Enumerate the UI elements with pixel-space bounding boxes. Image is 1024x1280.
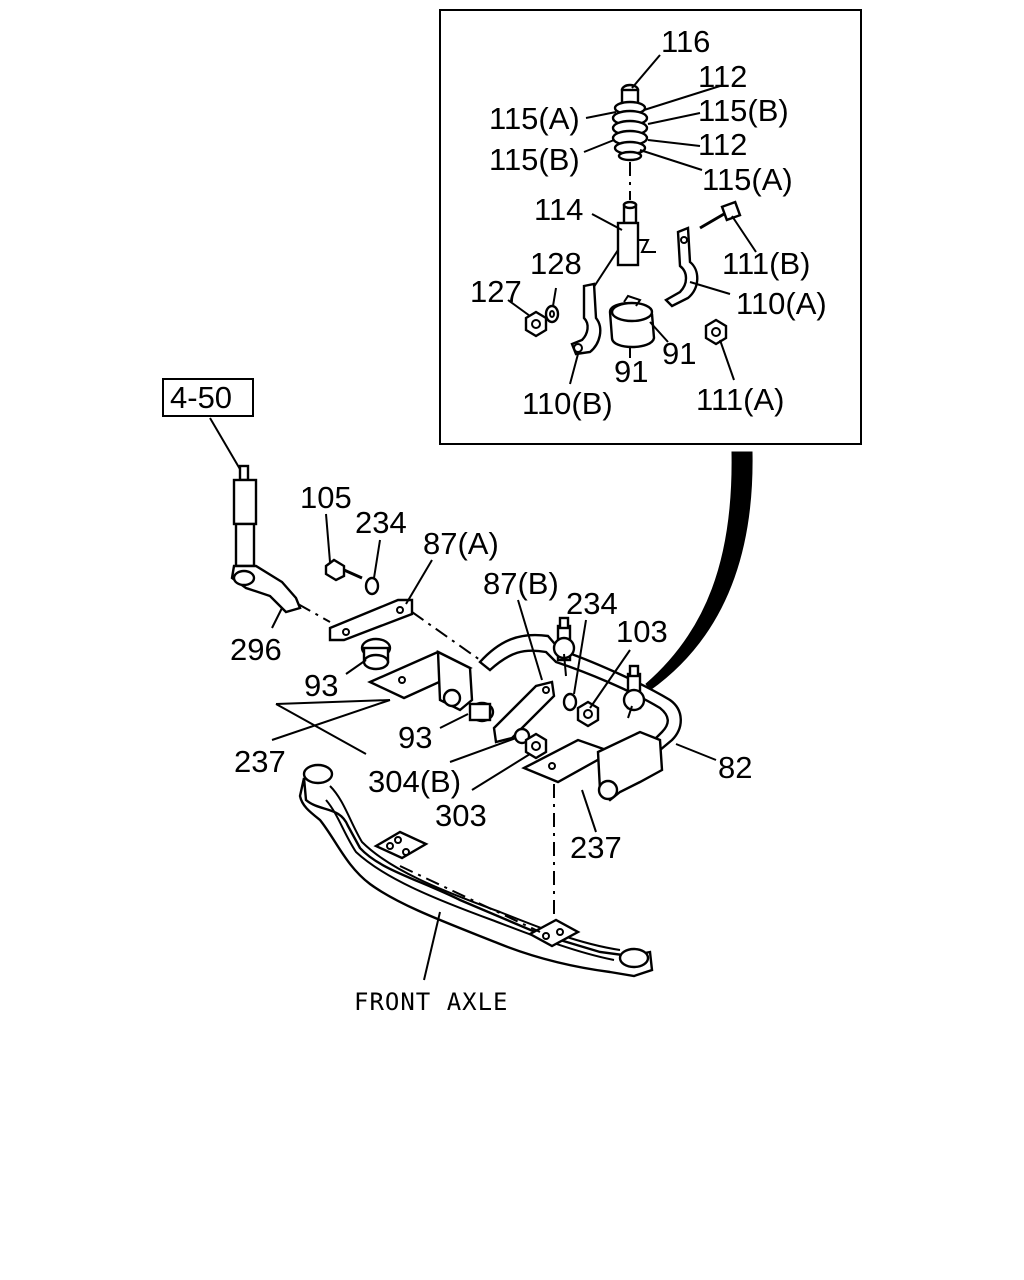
callout-93: 93 bbox=[304, 668, 338, 703]
callout-115a: 115(A) bbox=[489, 101, 580, 136]
nut-103 bbox=[576, 700, 600, 728]
detail-inset-frame bbox=[439, 9, 862, 445]
callout-110a: 110(A) bbox=[736, 286, 827, 321]
callout-87a: 87(A) bbox=[423, 526, 499, 561]
reference-box[interactable] bbox=[162, 378, 254, 417]
bracket-237b bbox=[521, 730, 664, 920]
callout-112: 112 bbox=[698, 59, 747, 94]
callout-114: 114 bbox=[534, 192, 583, 227]
nut-303 bbox=[524, 732, 548, 760]
callout-296: 296 bbox=[230, 632, 282, 667]
callout-237: 237 bbox=[234, 744, 286, 779]
callout-91: 91 bbox=[662, 336, 696, 371]
callout-91: 91 bbox=[614, 354, 648, 389]
bolt-111b bbox=[699, 200, 742, 230]
reference-leader bbox=[209, 417, 245, 477]
callout-93: 93 bbox=[398, 720, 432, 755]
bolt-105 bbox=[324, 558, 363, 582]
callout-116: 116 bbox=[661, 24, 710, 59]
callout-115b: 115(B) bbox=[489, 142, 580, 177]
callout-105: 105 bbox=[300, 480, 352, 515]
bar-clamp-right bbox=[622, 664, 646, 719]
callout-103: 103 bbox=[616, 614, 668, 649]
callout-303: 303 bbox=[435, 798, 487, 833]
bracket-237a bbox=[367, 650, 474, 712]
bushing-93b bbox=[468, 701, 495, 723]
reference-box-label[interactable]: 4-50 bbox=[170, 380, 232, 415]
callout-304b: 304(B) bbox=[368, 764, 461, 799]
callout-234: 234 bbox=[566, 586, 618, 621]
callout-111b: 111(B) bbox=[722, 246, 810, 281]
callout-87b: 87(B) bbox=[483, 566, 559, 601]
callout-115a: 115(A) bbox=[702, 162, 793, 197]
washer-234b bbox=[562, 692, 578, 712]
nut-111a bbox=[704, 318, 728, 346]
callout-237: 237 bbox=[570, 830, 622, 865]
nut-127 bbox=[524, 310, 548, 338]
link-rod-114 bbox=[587, 200, 656, 297]
callout-234: 234 bbox=[355, 505, 407, 540]
front-axle bbox=[298, 763, 654, 978]
bracket-110a bbox=[664, 226, 699, 308]
callout-115b: 115(B) bbox=[698, 93, 789, 128]
bracket-87a bbox=[328, 598, 414, 642]
bushing-stack bbox=[611, 83, 649, 200]
callout-112: 112 bbox=[698, 127, 747, 162]
callout-110b: 110(B) bbox=[522, 386, 613, 421]
callout-128: 128 bbox=[530, 246, 582, 281]
washer-128 bbox=[544, 304, 560, 324]
inset-pointer bbox=[645, 451, 753, 691]
bracket-110b bbox=[570, 282, 602, 356]
main-leaders bbox=[271, 513, 717, 981]
bushing-93a bbox=[360, 637, 392, 671]
callout-82: 82 bbox=[718, 750, 752, 785]
callout-111a: 111(A) bbox=[696, 382, 784, 417]
link-296 bbox=[230, 464, 331, 623]
front-axle-label: FRONT AXLE bbox=[354, 988, 509, 1016]
washer-234a bbox=[364, 576, 380, 596]
bushing-91 bbox=[608, 294, 656, 349]
bracket-87b bbox=[492, 680, 556, 744]
callout-127: 127 bbox=[470, 274, 522, 309]
bar-clamp-left bbox=[552, 616, 576, 677]
inset-leaders bbox=[507, 54, 757, 385]
